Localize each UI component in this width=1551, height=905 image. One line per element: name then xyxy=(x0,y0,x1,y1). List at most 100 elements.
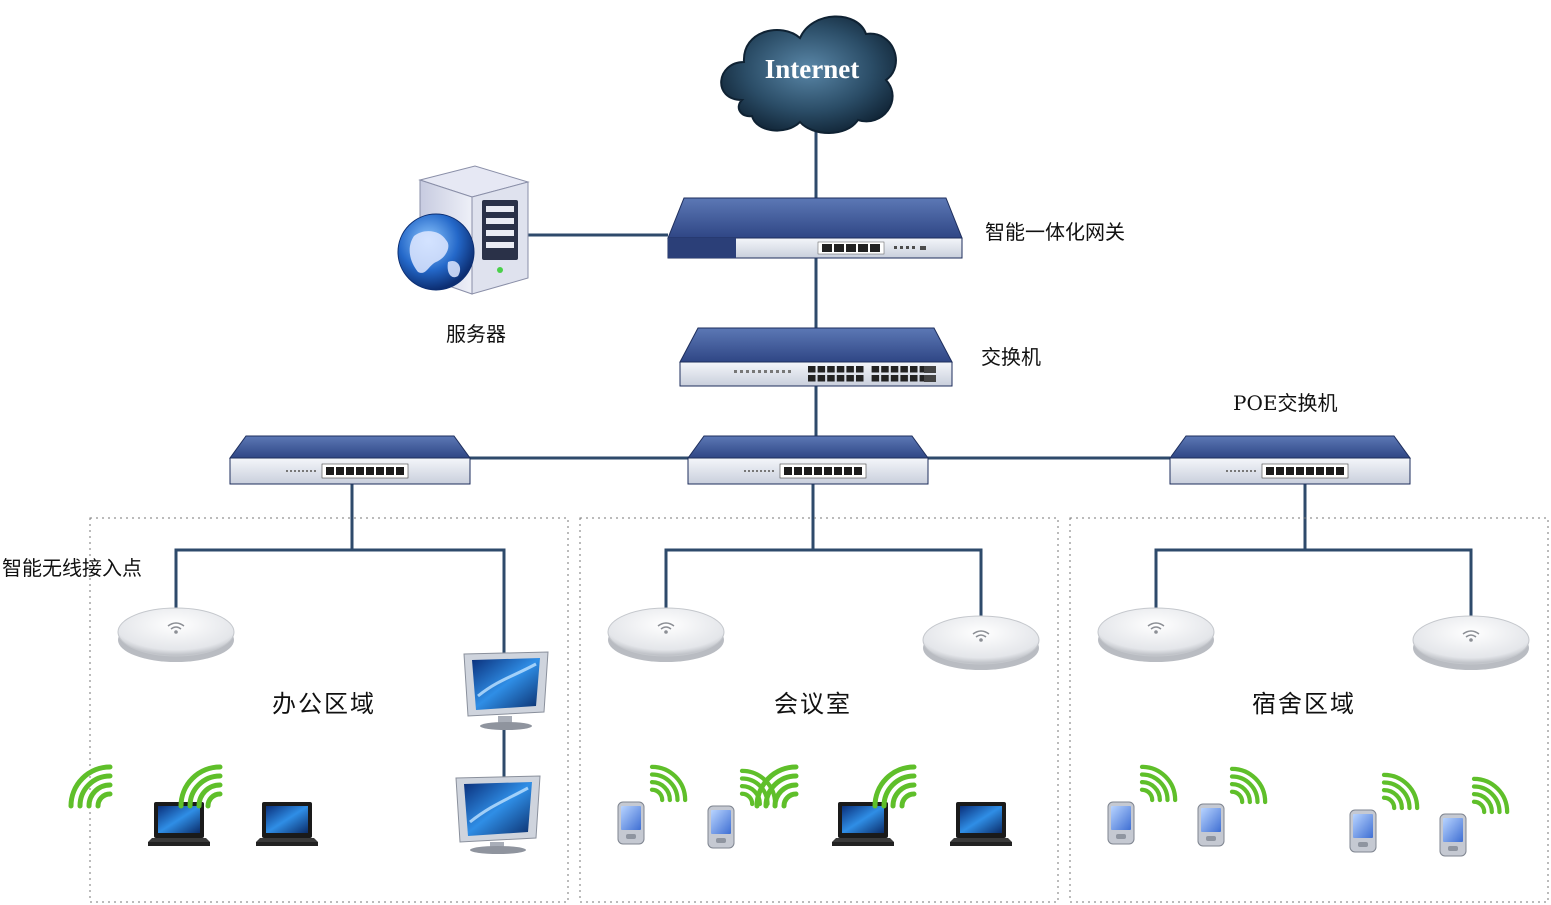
server-globe-icon xyxy=(397,165,530,295)
gateway-router-icon xyxy=(667,197,963,259)
poe-port xyxy=(376,467,384,475)
poe-led xyxy=(752,470,754,472)
switch-port xyxy=(856,375,864,382)
pda-icon xyxy=(617,801,645,845)
ceiling-ap-icon xyxy=(922,615,1040,670)
wifi-signal-icon xyxy=(754,764,799,809)
connection-links xyxy=(174,125,1473,780)
poe-led xyxy=(772,470,774,472)
switch-port xyxy=(817,375,826,382)
poe-led xyxy=(306,470,308,472)
poe-port xyxy=(804,467,812,475)
switch-port xyxy=(919,375,928,382)
poe-port xyxy=(326,467,334,475)
laptop-icon xyxy=(832,802,894,846)
poe-port xyxy=(1296,467,1304,475)
switch-port xyxy=(846,375,854,382)
switch-icon xyxy=(679,327,953,387)
switch-port xyxy=(846,366,854,373)
switch-port xyxy=(808,366,816,373)
poe-led xyxy=(298,470,300,472)
area-meeting-label: 会议室 xyxy=(774,690,852,718)
poe-led xyxy=(764,470,766,472)
switch-led xyxy=(740,370,743,373)
poe-port xyxy=(356,467,364,475)
area-dorm-label: 宿舍区域 xyxy=(1252,690,1356,718)
poe-led xyxy=(1234,470,1236,472)
link-office-ap xyxy=(174,483,354,612)
switch-led xyxy=(752,370,755,373)
link-dorm-ap-right xyxy=(1305,548,1473,618)
link-dorm-ap-left xyxy=(1154,483,1307,612)
poe-port xyxy=(854,467,862,475)
switch-port xyxy=(881,366,889,373)
switch-led xyxy=(788,370,791,373)
desktop-monitor-icon-top xyxy=(463,651,549,730)
switch-led xyxy=(758,370,761,373)
client-devices xyxy=(68,764,1510,857)
switch-port xyxy=(910,366,918,373)
desktop-monitor-icon-bottom xyxy=(455,775,541,854)
poe-led xyxy=(1246,470,1248,472)
switch-port xyxy=(836,366,845,373)
poe-switch-label: POE交换机 xyxy=(1233,391,1338,415)
ceiling-ap-icon xyxy=(1412,615,1530,670)
poe-port xyxy=(396,467,404,475)
ceiling-ap-icon xyxy=(607,607,725,662)
poe-led xyxy=(756,470,758,472)
ceiling-ap-icon xyxy=(1097,607,1215,662)
wireless-ap-label: 智能无线接入点 xyxy=(2,556,142,580)
poe-led xyxy=(744,470,746,472)
switch-port xyxy=(871,375,880,382)
switch-port xyxy=(900,375,908,382)
link-office-desktop xyxy=(352,548,506,660)
switch-port xyxy=(910,375,918,382)
poe-port xyxy=(1306,467,1314,475)
wifi-signal-icon xyxy=(178,764,223,809)
zone-dorm xyxy=(1069,517,1549,903)
poe-led xyxy=(1238,470,1240,472)
poe-port xyxy=(824,467,832,475)
poe-led xyxy=(310,470,312,472)
poe-port xyxy=(794,467,802,475)
poe-port xyxy=(834,467,842,475)
switch-port xyxy=(890,366,899,373)
poe-led xyxy=(748,470,750,472)
pda-icon xyxy=(1107,801,1135,845)
poe-switch-left xyxy=(229,435,471,485)
switch-led xyxy=(776,370,779,373)
poe-port xyxy=(1316,467,1324,475)
poe-led xyxy=(1226,470,1228,472)
switch-port xyxy=(881,375,889,382)
area-office-label: 办公区域 xyxy=(272,690,376,718)
wifi-signal-icon xyxy=(872,764,917,809)
gateway-label: 智能一体化网关 xyxy=(985,220,1125,244)
switch-sfp-port xyxy=(924,375,936,382)
pda-icon xyxy=(1349,809,1377,853)
poe-led xyxy=(294,470,296,472)
wifi-signal-icon xyxy=(68,764,113,809)
switch-port xyxy=(890,375,899,382)
ceiling-ap-group xyxy=(117,607,1530,670)
poe-port xyxy=(366,467,374,475)
switch-port xyxy=(808,375,816,382)
pda-icon xyxy=(707,805,735,849)
poe-switch-right xyxy=(1169,435,1411,485)
ceiling-ap-icon xyxy=(117,607,235,662)
switch-port xyxy=(827,366,835,373)
poe-led xyxy=(768,470,770,472)
pda-icon xyxy=(1197,803,1225,847)
laptop-icon xyxy=(256,802,318,846)
poe-port xyxy=(1276,467,1284,475)
poe-port xyxy=(1286,467,1294,475)
switch-port xyxy=(871,366,880,373)
laptop-icon xyxy=(950,802,1012,846)
laptop-icon xyxy=(148,802,210,846)
poe-port xyxy=(1326,467,1334,475)
poe-switch-middle xyxy=(687,435,929,485)
switch-port xyxy=(919,366,928,373)
switch-sfp-port xyxy=(924,366,936,373)
wifi-signal-icon xyxy=(1139,764,1178,803)
poe-led xyxy=(302,470,304,472)
cloud-label: Internet xyxy=(765,54,859,84)
